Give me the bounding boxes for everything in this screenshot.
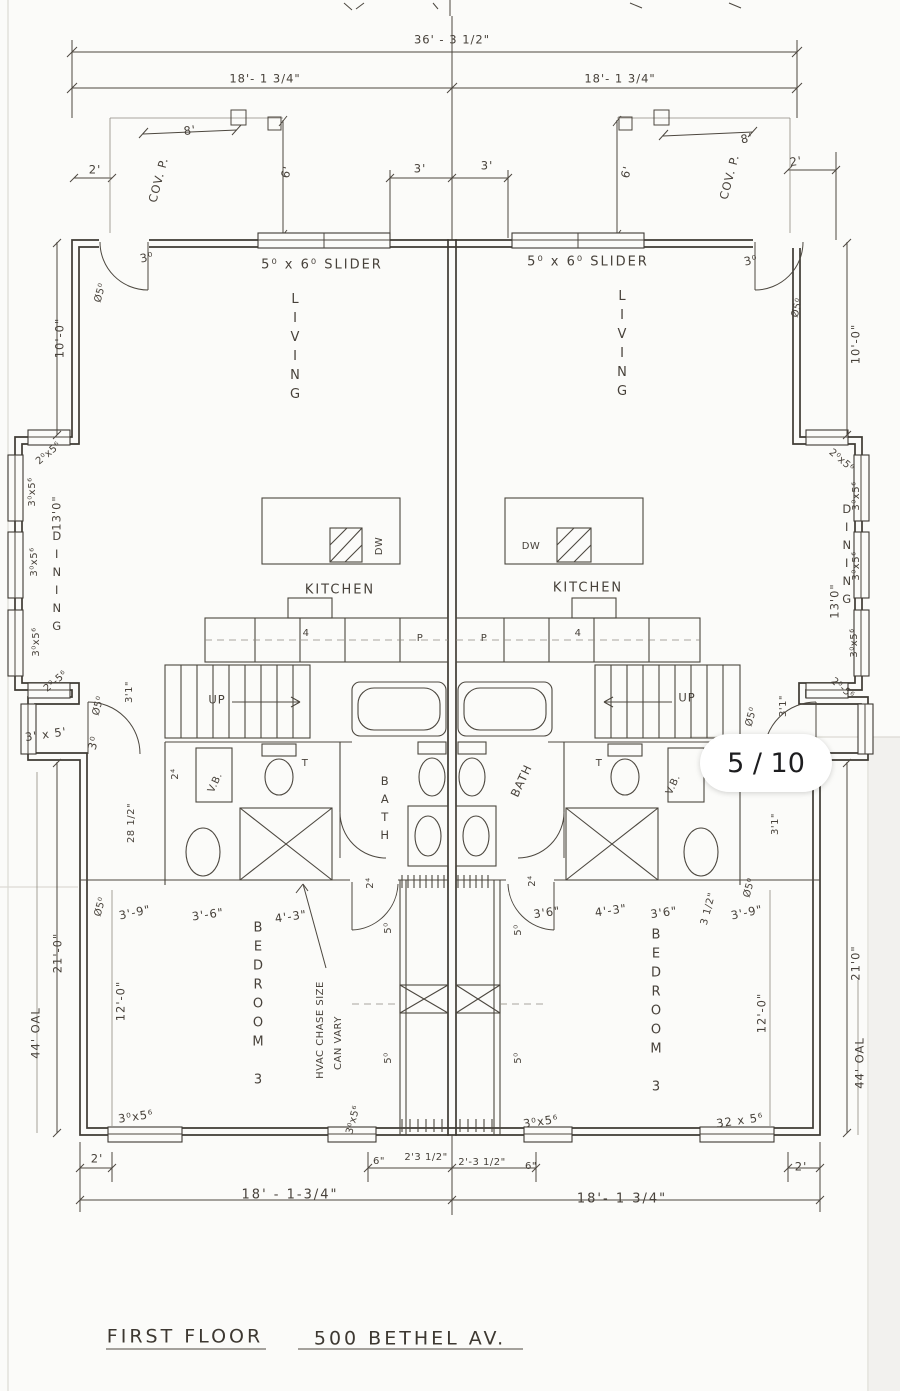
hvac-chase — [352, 875, 548, 1135]
dim-6ft-right: 6' — [617, 163, 635, 180]
dim-chase-50-left-a: 5⁰ — [383, 922, 394, 934]
label-dishwasher-right: DW — [521, 541, 541, 552]
label-room-kitchen-left: KITCHEN — [304, 582, 376, 598]
page-indicator-text: 5 / 10 — [727, 747, 805, 779]
stairs-right — [594, 664, 741, 739]
dim-stair-31-right: 3'1" — [778, 694, 789, 718]
label-toilet-left: T — [301, 758, 309, 769]
dim-2ft-right: 2' — [788, 153, 804, 170]
dim-13ft-right: 13'0" — [827, 583, 842, 619]
dim-unit-width-bottom-left: 18' - 1-3/4" — [241, 1187, 339, 1203]
dim-21ft-right: 21'0" — [848, 945, 863, 981]
windows — [7, 232, 874, 1143]
label-stairs-up-right: UP — [678, 690, 696, 705]
label-room-living-left: LIVING — [287, 292, 303, 406]
note-hvac-line2: CAN VARY — [333, 1016, 344, 1070]
dim-2312-right: 2'-3 1/2" — [458, 1157, 506, 1168]
dim-unit-width-top-left: 18'- 1 3/4" — [229, 71, 301, 86]
dim-porch-8-right: 8' — [739, 130, 755, 147]
dim-unit-width-top-right: 18'- 1 3/4" — [584, 71, 656, 86]
label-slider-right: 5⁰ x 6⁰ SLIDER — [527, 254, 649, 270]
dim-44-oal-right: 44' OAL — [852, 1037, 867, 1089]
label-pantry-right: P — [480, 633, 488, 644]
label-room-dining-right: DINING — [839, 502, 854, 610]
label-room-bedroom-right: BEDROOM 3 — [648, 927, 664, 1099]
label-stairs-up-left: UP — [208, 692, 226, 707]
dim-2ft-bottom-right: 2' — [794, 1159, 808, 1174]
dim-2312-left: 2'3 1/2" — [404, 1152, 448, 1163]
label-room-dining-left: DINING — [49, 529, 64, 637]
note-hvac-line1: HVAC CHASE SIZE — [315, 981, 326, 1079]
dim-21ft-left: 21'-0" — [50, 932, 65, 974]
dim-closet-24-left: 2⁴ — [170, 768, 181, 780]
dim-10ft-left: 10'-0" — [52, 317, 67, 359]
label-window-3056-right-2: 3⁰x5⁶ — [851, 551, 862, 581]
kitchen-casework — [204, 497, 701, 663]
dim-6in-left: 6" — [373, 1156, 385, 1167]
label-window-3056-left-2: 3⁰x5⁶ — [29, 547, 40, 577]
porch-outlines — [109, 109, 791, 238]
dim-stair-31-left: 3'1" — [124, 680, 135, 704]
dim-chase-50-right-b: 5⁰ — [513, 1052, 524, 1064]
doors — [87, 233, 817, 931]
dim-porch-8-left: 8' — [182, 122, 198, 139]
label-slider-left: 5⁰ x 6⁰ SLIDER — [261, 257, 383, 273]
bath-fixtures — [185, 681, 719, 877]
label-window-3056-right-3: 3⁰x5⁶ — [849, 628, 860, 658]
label-room-bath-left: BATH — [377, 774, 392, 846]
dim-unit-width-bottom-right: 18'- 1 3/4" — [576, 1191, 668, 1207]
label-cabinet-4-right: 4 — [574, 628, 582, 639]
label-door-30-top-right: 3⁰ — [742, 251, 760, 269]
label-window-3056-left-3: 3⁰x5⁶ — [31, 627, 42, 657]
hvac-note-arrow — [295, 883, 327, 969]
dim-44-oal-left: 44' OAL — [28, 1007, 43, 1059]
dim-hall-31-right: 3'1" — [770, 812, 781, 836]
dim-chase-50-right-a: 5⁰ — [513, 924, 524, 936]
dim-6ft-left: 6' — [277, 163, 295, 180]
dim-2ft-left: 2' — [88, 162, 102, 177]
dim-13ft-left: 13'0" — [49, 495, 64, 531]
side-dimension-lines — [36, 238, 859, 1138]
top-dimension-lines — [66, 16, 841, 241]
dim-10ft-right: 10'-0" — [848, 323, 863, 365]
label-toilet-right: T — [595, 758, 603, 769]
label-pantry-left: P — [416, 633, 424, 644]
title-address: 500 BETHEL AV. — [313, 1327, 507, 1350]
page-edge-fragments — [343, 0, 742, 16]
page-indicator-badge: 5 / 10 — [700, 734, 832, 792]
label-room-kitchen-right: KITCHEN — [552, 580, 624, 596]
label-room-bedroom-left: BEDROOM 3 — [250, 920, 266, 1092]
label-dishwasher-left: DW — [374, 536, 385, 556]
label-room-living-right: LIVING — [614, 289, 630, 403]
dim-12ft-right: 12'-0" — [754, 992, 769, 1034]
dim-3ft-right: 3' — [480, 158, 494, 173]
title-floor: FIRST FLOOR — [106, 1325, 264, 1348]
dim-door-24-right: 2⁴ — [527, 875, 538, 887]
bottom-dimension-lines — [75, 1142, 825, 1212]
dim-chase-50-left-b: 5⁰ — [383, 1052, 394, 1064]
dim-door-24-left: 2⁴ — [365, 877, 376, 889]
dim-12ft-left: 12'-0" — [113, 980, 128, 1022]
dim-2ft-bottom-left: 2' — [90, 1151, 104, 1166]
label-window-3056-left-1: 3⁰x5⁶ — [27, 477, 38, 507]
stairs-left — [164, 664, 311, 739]
interior-walls — [80, 741, 820, 885]
label-door-30-top-left: 3⁰ — [138, 248, 156, 266]
dim-3ft-left: 3' — [413, 161, 427, 176]
dim-hall-2812-left: 28 1/2" — [126, 802, 137, 844]
dim-6in-right: 6" — [525, 1161, 537, 1172]
label-cabinet-4-left: 4 — [302, 628, 310, 639]
dim-overall-width-top: 36' - 3 1/2" — [413, 32, 491, 47]
